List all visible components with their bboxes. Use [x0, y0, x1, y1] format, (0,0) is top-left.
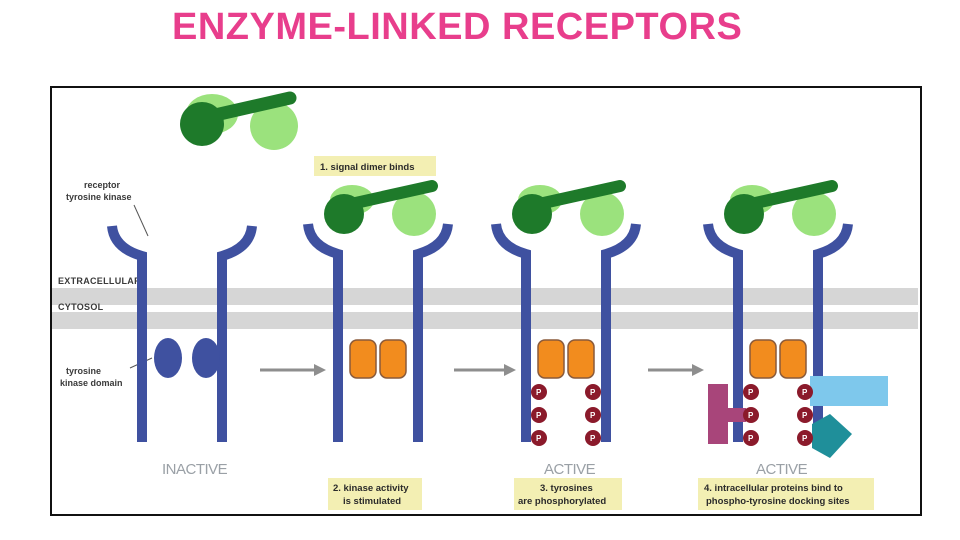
phosphate-groups-3: P P P P P P [531, 384, 601, 446]
receptor-inactive [107, 225, 257, 442]
membrane-inner-band [52, 312, 918, 329]
receptor-docking: P P P P P P [703, 180, 888, 458]
step-3-line2: are phosphorylated [518, 496, 606, 507]
phosphate-label: P [748, 434, 754, 443]
phosphate-label: P [748, 388, 754, 397]
signal-dimer-bound-2 [324, 180, 438, 236]
phosphate-label: P [590, 434, 596, 443]
step-3-line1: 3. tyrosines [540, 483, 593, 494]
step-4-line1: 4. intracellular proteins bind to [704, 483, 843, 494]
step-2-line2: is stimulated [343, 496, 401, 507]
docking-protein-teal [812, 414, 852, 458]
receptor-ligand-bound [303, 180, 453, 442]
arrow-2 [454, 364, 516, 376]
docking-protein-purple [708, 384, 746, 444]
arrow-3 [648, 364, 704, 376]
receptor-diagram: receptor tyrosine kinase EXTRACELLULAR C… [52, 91, 918, 510]
phosphate-label: P [536, 411, 542, 420]
kinase-domain-active-right [779, 339, 807, 379]
phosphate-groups-4: P P P P P P [743, 384, 813, 446]
state-label-active-2: ACTIVE [756, 461, 808, 478]
kinase-domain-left [154, 338, 182, 378]
kinase-domain-active-right [567, 339, 595, 379]
receptor-phosphorylated: P P P P P P [491, 180, 641, 446]
kinase-domain-active-left [537, 339, 565, 379]
phosphate-label: P [802, 434, 808, 443]
step-box-3 [514, 478, 622, 510]
kinase-label-line2: kinase domain [60, 378, 123, 388]
kinase-domain-active-left [749, 339, 777, 379]
phosphate-label: P [802, 388, 808, 397]
membrane-outer-band [52, 288, 918, 305]
arrow-1 [260, 364, 326, 376]
phosphate-label: P [590, 411, 596, 420]
step-1-line1: 1. signal dimer binds [320, 162, 415, 173]
step-2-line1: 2. kinase activity [333, 483, 409, 494]
step-box-1 [314, 156, 436, 176]
phosphate-label: P [590, 388, 596, 397]
kinase-domain-active-right [379, 339, 407, 379]
receptor-label-line2: tyrosine kinase [66, 192, 132, 202]
receptor-label-line1: receptor [84, 180, 121, 190]
step-4-line2: phospho-tyrosine docking sites [706, 496, 850, 507]
diagram-frame: receptor tyrosine kinase EXTRACELLULAR C… [50, 86, 922, 516]
signal-dimer-bound-4 [724, 180, 838, 236]
state-label-inactive: INACTIVE [162, 461, 228, 478]
phosphate-label: P [748, 411, 754, 420]
phosphate-label: P [536, 434, 542, 443]
step-box-4 [698, 478, 874, 510]
kinase-domain-active-left [349, 339, 377, 379]
receptor-pointer [133, 204, 149, 237]
state-label-active-1: ACTIVE [544, 461, 596, 478]
kinase-label-line1: tyrosine [66, 366, 101, 376]
docking-protein-blue [810, 376, 888, 406]
step-box-2 [328, 478, 422, 510]
cytosol-label: CYTOSOL [58, 302, 104, 312]
phosphate-label: P [536, 388, 542, 397]
slide-title: ENZYME-LINKED RECEPTORS [172, 6, 743, 48]
signal-dimer-bound-3 [512, 180, 626, 236]
phosphate-label: P [802, 411, 808, 420]
extracellular-label: EXTRACELLULAR [58, 276, 141, 286]
signal-dimer-free [180, 91, 298, 150]
kinase-domain-right [192, 338, 220, 378]
